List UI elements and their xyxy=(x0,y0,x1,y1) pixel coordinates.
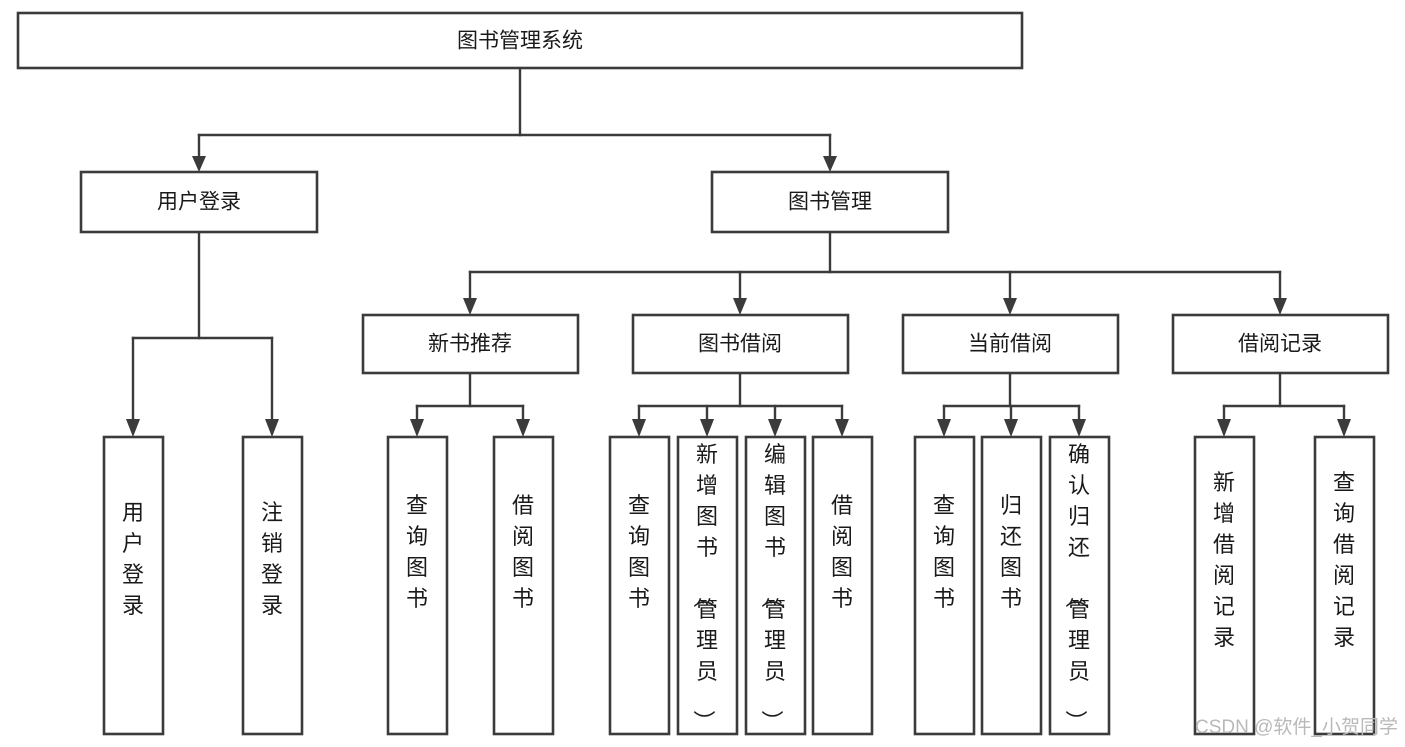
node-leaf-user-logout-label: 注销登录 xyxy=(261,500,283,618)
node-leaf-query-book-1-label: 查询图书 xyxy=(406,493,428,611)
node-new-book-recommend[interactable]: 新书推荐 xyxy=(361,313,580,375)
node-leaf-user-logout[interactable]: 注销登录 xyxy=(241,435,304,736)
node-leaf-query-book-1-box[interactable] xyxy=(386,435,449,736)
node-leaf-confirm-return-label: 确认归还（管理员） xyxy=(1063,442,1090,732)
node-leaf-add-record-box[interactable] xyxy=(1193,435,1256,736)
node-leaf-return-book-label: 归还图书 xyxy=(1000,493,1022,611)
node-current-borrow-box[interactable] xyxy=(901,313,1120,375)
arrow-head-book-manage xyxy=(823,156,837,172)
node-leaf-add-book-box[interactable] xyxy=(676,435,739,736)
node-new-book-recommend-label: 新书推荐 xyxy=(428,333,512,356)
node-leaf-borrow-book-1-label: 借阅图书 xyxy=(512,493,534,611)
node-leaf-add-record-label: 新增借阅记录 xyxy=(1213,470,1235,650)
node-book-borrow-label: 图书借阅 xyxy=(698,333,782,356)
arrow-head-leaf-edit-book xyxy=(768,419,782,437)
node-leaf-query-record[interactable]: 查询借阅记录 xyxy=(1313,435,1376,736)
arrow-head-borrow-record xyxy=(1273,298,1287,315)
arrow-head-leaf-user-login xyxy=(126,419,140,437)
node-leaf-add-book-label: 新增图书（管理员） xyxy=(691,442,718,732)
node-current-borrow-label: 当前借阅 xyxy=(968,333,1052,356)
node-leaf-query-record-label: 查询借阅记录 xyxy=(1333,470,1355,650)
node-user-login-box[interactable] xyxy=(79,170,319,234)
node-leaf-confirm-return[interactable]: 确认归还（管理员） xyxy=(1048,435,1111,736)
arrow-head-book-borrow xyxy=(733,298,747,315)
arrow-head-user-login xyxy=(192,156,206,172)
arrow-head-leaf-query-record xyxy=(1337,419,1351,437)
node-user-login-label: 用户登录 xyxy=(157,191,241,214)
node-leaf-query-book-3[interactable]: 查询图书 xyxy=(913,435,976,736)
node-book-manage-box[interactable] xyxy=(710,170,950,234)
node-leaf-query-book-3-label: 查询图书 xyxy=(933,493,955,611)
node-book-manage[interactable]: 图书管理 xyxy=(710,170,950,234)
node-leaf-borrow-book-1-box[interactable] xyxy=(492,435,555,736)
node-leaf-borrow-book-2[interactable]: 借阅图书 xyxy=(811,435,874,736)
arrow-head-leaf-confirm-return xyxy=(1072,419,1086,437)
node-borrow-record[interactable]: 借阅记录 xyxy=(1171,313,1390,375)
node-leaf-query-book-3-box[interactable] xyxy=(913,435,976,736)
arrow-head-leaf-borrow-book-2 xyxy=(835,419,849,437)
node-book-borrow[interactable]: 图书借阅 xyxy=(631,313,850,375)
node-leaf-confirm-return-box[interactable] xyxy=(1048,435,1111,736)
node-user-login[interactable]: 用户登录 xyxy=(79,170,319,234)
node-leaf-query-book-2[interactable]: 查询图书 xyxy=(608,435,671,736)
connector-layer xyxy=(126,66,1351,437)
csdn-watermark: CSDN @软件_小贺同学 xyxy=(1195,716,1398,738)
node-borrow-record-box[interactable] xyxy=(1171,313,1390,375)
arrow-head-leaf-query-book-2 xyxy=(632,419,646,437)
node-root[interactable]: 图书管理系统 xyxy=(16,11,1024,70)
node-leaf-edit-book-box[interactable] xyxy=(744,435,807,736)
arrow-head-leaf-user-logout xyxy=(265,419,279,437)
node-root-box[interactable] xyxy=(16,11,1024,70)
node-leaf-borrow-book-2-box[interactable] xyxy=(811,435,874,736)
node-leaf-user-logout-box[interactable] xyxy=(241,435,304,736)
node-borrow-record-label: 借阅记录 xyxy=(1238,333,1322,356)
node-root-label: 图书管理系统 xyxy=(457,30,583,53)
node-leaf-query-book-2-box[interactable] xyxy=(608,435,671,736)
arrow-head-new-book-recommend xyxy=(463,298,477,315)
arrow-head-leaf-add-record xyxy=(1217,419,1231,437)
arrow-head-leaf-query-book-3 xyxy=(937,419,951,437)
node-leaf-user-login-box[interactable] xyxy=(102,435,165,736)
arrow-head-leaf-borrow-book-1 xyxy=(516,419,530,437)
arrow-head-current-borrow xyxy=(1003,298,1017,315)
node-leaf-edit-book-label: 编辑图书（管理员） xyxy=(759,442,786,732)
node-leaf-user-login-label: 用户登录 xyxy=(122,500,144,618)
arrow-head-leaf-add-book xyxy=(700,419,714,437)
node-leaf-return-book-box[interactable] xyxy=(980,435,1043,736)
node-leaf-borrow-book-1[interactable]: 借阅图书 xyxy=(492,435,555,736)
node-leaf-return-book[interactable]: 归还图书 xyxy=(980,435,1043,736)
node-leaf-query-book-1[interactable]: 查询图书 xyxy=(386,435,449,736)
node-current-borrow[interactable]: 当前借阅 xyxy=(901,313,1120,375)
node-leaf-query-book-2-label: 查询图书 xyxy=(628,493,650,611)
node-leaf-user-login[interactable]: 用户登录 xyxy=(102,435,165,736)
node-new-book-recommend-box[interactable] xyxy=(361,313,580,375)
node-leaf-add-book[interactable]: 新增图书（管理员） xyxy=(676,435,739,736)
node-leaf-edit-book[interactable]: 编辑图书（管理员） xyxy=(744,435,807,736)
node-leaf-borrow-book-2-label: 借阅图书 xyxy=(831,493,853,611)
arrow-head-leaf-query-book-1 xyxy=(410,419,424,437)
node-book-borrow-box[interactable] xyxy=(631,313,850,375)
arrow-head-leaf-return-book xyxy=(1004,419,1018,437)
node-leaf-add-record[interactable]: 新增借阅记录 xyxy=(1193,435,1256,736)
node-leaf-query-record-box[interactable] xyxy=(1313,435,1376,736)
node-book-manage-label: 图书管理 xyxy=(788,191,872,214)
